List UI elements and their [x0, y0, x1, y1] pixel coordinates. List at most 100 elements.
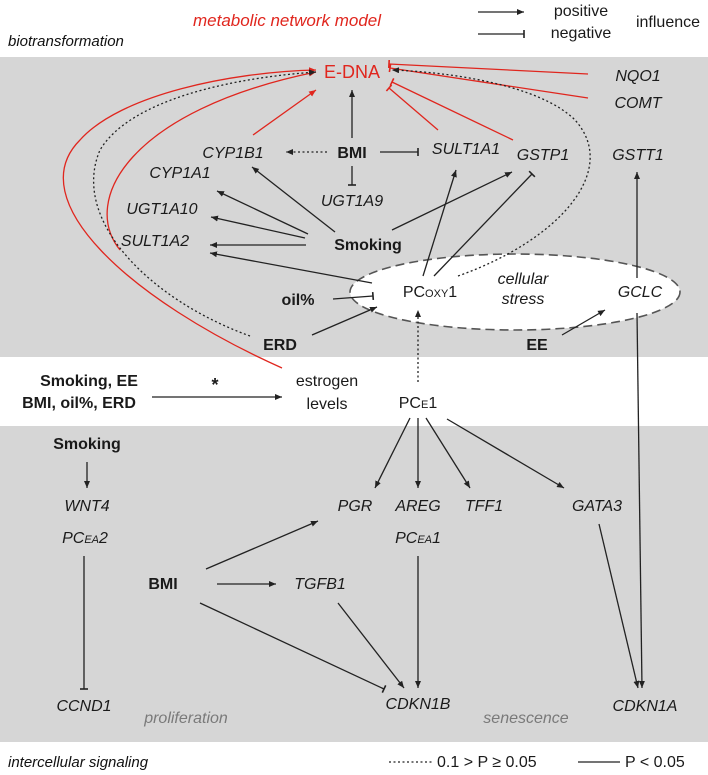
node-edna: E-DNA — [324, 62, 380, 82]
edge-pce1-gata3 — [446, 418, 565, 489]
significance-legend: 0.1 > P ≥ 0.05 P < 0.05 — [389, 754, 685, 771]
region-label-senescence: senescence — [483, 710, 568, 727]
edge-pcoxy1-gstp1 — [433, 170, 536, 277]
legend-influence-label: influence — [636, 14, 700, 31]
node-conf1: Smoking, EE — [40, 373, 138, 390]
section-label-biotransformation: biotransformation — [8, 33, 124, 50]
node-label: ERD — [263, 337, 297, 354]
edge-smoking-cyp1a1 — [216, 190, 309, 235]
node-label: estrogen — [296, 373, 358, 390]
node-label: CDKN1A — [613, 698, 678, 715]
region-label-proliferation: proliferation — [143, 710, 228, 727]
node-tff1: TFF1 — [465, 498, 503, 515]
node-conf2: BMI, oil%, ERD — [22, 395, 136, 412]
node-oil: oil% — [282, 292, 315, 309]
node-label: NQO1 — [615, 68, 660, 85]
edge-smoking-cyp1b1 — [251, 166, 336, 233]
edge-erd-edna — [93, 69, 317, 337]
node-wnt4: WNT4 — [64, 498, 109, 515]
node-cdkn1a: CDKN1A — [613, 698, 678, 715]
edge-sult1a2-edna — [106, 70, 317, 251]
node-pgr: PGR — [338, 498, 373, 515]
node-label: TGFB1 — [294, 576, 346, 593]
node-label: Smoking, EE — [40, 373, 138, 390]
legend-solid-label: P < 0.05 — [625, 754, 685, 771]
node-label: BMI — [337, 145, 366, 162]
edge-comt-edna — [388, 63, 589, 99]
node-smoking_bot: Smoking — [53, 436, 121, 453]
node-subscript: EA — [84, 534, 99, 546]
node-subscript: OXY — [425, 288, 449, 300]
node-suffix: 2 — [98, 530, 108, 547]
node-label: COMT — [614, 95, 662, 112]
edge-pce1-pgr — [374, 417, 411, 489]
node-label: PC — [395, 530, 418, 547]
edge-oil-pcoxy1 — [332, 291, 375, 301]
node-label: oil% — [282, 292, 315, 309]
edge-erd-pcoxy1 — [311, 306, 378, 336]
node-label: PC — [403, 284, 425, 301]
node-areg: AREG — [394, 498, 440, 515]
node-label: CDKN1B — [386, 696, 451, 713]
node-label: PGR — [338, 498, 373, 515]
node-suffix: 1 — [432, 530, 441, 547]
node-subscript: EA — [417, 534, 432, 546]
node-label: Smoking — [53, 436, 121, 453]
node-pcea2: PCEA2 — [62, 530, 108, 547]
node-tgfb1: TGFB1 — [294, 576, 346, 593]
node-suffix: 1 — [428, 395, 437, 412]
significance-asterisk: * — [211, 375, 218, 395]
edges: * — [62, 59, 645, 693]
edge-pce1-tff1 — [425, 417, 471, 489]
node-label: PC — [62, 530, 85, 547]
node-ccnd1: CCND1 — [56, 698, 111, 715]
edge-ee-gclc — [561, 309, 606, 336]
node-cyp1b1: CYP1B1 — [202, 145, 263, 162]
node-label: E-DNA — [324, 62, 380, 82]
node-label: CYP1B1 — [202, 145, 263, 162]
node-bmi_bot: BMI — [148, 576, 177, 593]
edge-estrogen-edna — [62, 67, 317, 369]
node-label: GSTP1 — [517, 147, 569, 164]
node-label: SULT1A2 — [121, 233, 189, 250]
node-ee_top: EE — [526, 337, 548, 354]
node-sult1a1: SULT1A1 — [432, 141, 500, 158]
node-label: BMI, oil%, ERD — [22, 395, 136, 412]
edge-pcoxy1-sult1a2 — [209, 251, 373, 284]
node-label: Smoking — [334, 237, 402, 254]
node-cyp1a1: CYP1A1 — [149, 165, 210, 182]
edge-gata3-cdkn1a — [598, 523, 640, 689]
edge-cyp1b1-edna — [252, 89, 317, 136]
diagram-title: metabolic network model — [193, 11, 382, 30]
cellular-stress-label-2: stress — [502, 291, 545, 308]
node-pcoxy1: PCOXY1 — [403, 284, 457, 301]
edge-nqo1-edna — [388, 59, 589, 75]
node-label: CYP1A1 — [149, 165, 210, 182]
edge-pcoxy1-edna — [391, 67, 591, 277]
node-subscript: E — [421, 399, 428, 411]
node-bmi_top: BMI — [337, 145, 366, 162]
node-label: SULT1A1 — [432, 141, 500, 158]
node-label: PC — [399, 395, 421, 412]
node-est2: levels — [307, 396, 348, 413]
node-label: GCLC — [618, 284, 663, 301]
legend-negative-label: negative — [551, 25, 612, 42]
node-erd: ERD — [263, 337, 297, 354]
node-gata3: GATA3 — [572, 498, 622, 515]
section-label-intercellular-signaling: intercellular signaling — [8, 754, 149, 771]
node-gstt1: GSTT1 — [612, 147, 664, 164]
node-label: EE — [526, 337, 548, 354]
node-label: levels — [307, 396, 348, 413]
node-label: GATA3 — [572, 498, 622, 515]
node-ugt1a10: UGT1A10 — [126, 201, 197, 218]
intercellular-signaling-panel — [0, 426, 708, 742]
node-comt: COMT — [614, 95, 662, 112]
legend-positive-label: positive — [554, 3, 608, 20]
node-label: GSTT1 — [612, 147, 664, 164]
edge-bmi-cdkn1b — [199, 602, 387, 693]
node-ugt1a9: UGT1A9 — [321, 193, 383, 210]
node-cdkn1b: CDKN1B — [386, 696, 451, 713]
edge-pcoxy1-sult1a1 — [422, 169, 457, 277]
node-label: AREG — [394, 498, 440, 515]
